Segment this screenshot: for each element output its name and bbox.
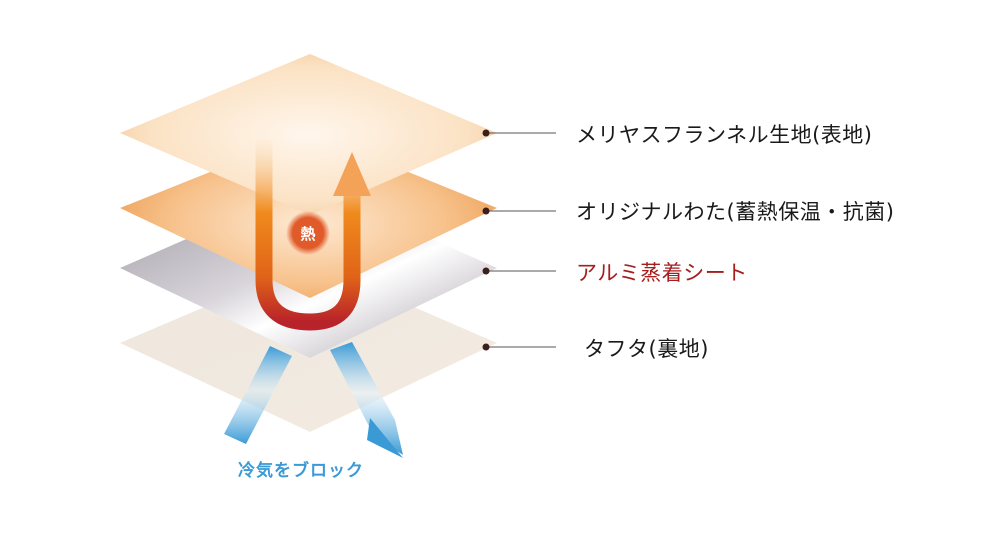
heat-badge-label: 熱: [300, 224, 316, 243]
label-wadding: オリジナルわた(蓄熱保温・抗菌): [576, 200, 895, 224]
leader-lines: [486, 132, 556, 348]
cold-arrows: [224, 342, 403, 458]
label-lining: タフタ(裏地): [584, 337, 709, 361]
layer-top: [120, 54, 497, 215]
heat-badge-circle: [286, 211, 330, 255]
cold-block-caption: 冷気をブロック: [238, 461, 364, 481]
label-aluminum-sheet: アルミ蒸着シート: [576, 261, 748, 285]
heat-arrow: [255, 140, 371, 331]
label-top-fabric: メリヤスフランネル生地(表地): [576, 123, 873, 147]
leader-dots: [482, 129, 490, 351]
